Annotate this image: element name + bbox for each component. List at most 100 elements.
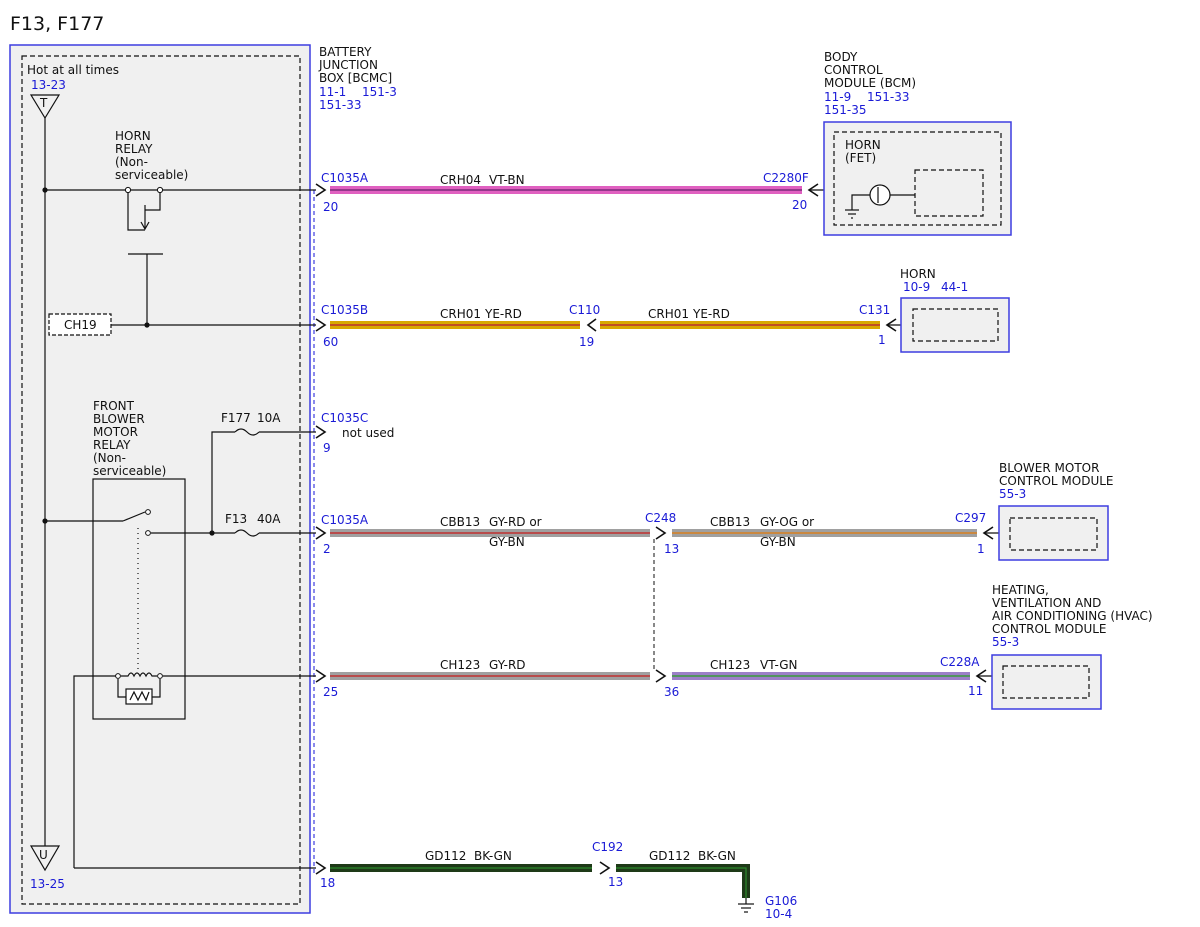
terminal-t-label: T xyxy=(39,96,48,110)
horn-inner-box xyxy=(912,308,999,342)
c1035c-not-used: not used xyxy=(342,426,394,440)
horn-module-box xyxy=(900,297,1010,353)
horn-ref-2[interactable]: 44-1 xyxy=(941,280,968,294)
c1035a-20-name[interactable]: C1035A xyxy=(321,171,369,185)
bcm-name-2: CONTROL xyxy=(824,63,883,77)
arrow-c1035c-9 xyxy=(315,425,327,439)
bjb-name-2: JUNCTION xyxy=(318,58,378,72)
cbb13-color-2a: GY-OG or xyxy=(760,515,814,529)
c131-pin: 1 xyxy=(878,333,886,347)
f177-rating: 10A xyxy=(257,411,281,425)
arrow-pin-36 xyxy=(655,669,667,683)
wire-ch123-gy-rd xyxy=(330,672,650,680)
ch123-circuit-2: CH123 xyxy=(710,658,750,672)
page-title: F13, F177 xyxy=(10,13,104,35)
ch123-color-1: GY-RD xyxy=(489,658,526,672)
wire-cbb13-gy-rd xyxy=(330,529,650,537)
bcm-ref-3[interactable]: 151-35 xyxy=(824,103,867,117)
c110-pin: 19 xyxy=(579,335,594,349)
terminal-u-label: U xyxy=(39,848,48,862)
horn-relay-label-3: (Non- xyxy=(115,155,148,169)
g106-name[interactable]: G106 xyxy=(765,894,797,908)
gd112-color-1: BK-GN xyxy=(474,849,512,863)
bjb-ref-1[interactable]: 11-1 xyxy=(319,85,346,99)
arrow-pin-25 xyxy=(315,669,327,683)
c110-name[interactable]: C110 xyxy=(569,303,600,317)
arrow-c110 xyxy=(586,318,597,332)
horn-ref-1[interactable]: 10-9 xyxy=(903,280,930,294)
c2280f-pin: 20 xyxy=(792,198,807,212)
horn-relay-label-2: RELAY xyxy=(115,142,153,156)
bcm-ref-2[interactable]: 151-33 xyxy=(867,90,910,104)
c1035a-20-pin: 20 xyxy=(323,200,338,214)
blower-cm-inner-box xyxy=(1009,517,1098,551)
crh04-circuit: CRH04 xyxy=(440,173,481,187)
bcm-inner-box xyxy=(833,131,1002,226)
bjb-ref-3[interactable]: 151-33 xyxy=(319,98,362,112)
wire-ch123-vt-gn xyxy=(672,672,970,680)
c297-name[interactable]: C297 xyxy=(955,511,986,525)
hvac-module-box xyxy=(991,654,1102,710)
arrow-c1035a-2 xyxy=(315,526,327,540)
bcm-name-1: BODY xyxy=(824,50,858,64)
bcm-ref-1[interactable]: 11-9 xyxy=(824,90,851,104)
hot-at-all-times-label: Hot at all times xyxy=(27,63,119,77)
c1035c-name[interactable]: C1035C xyxy=(321,411,368,425)
wire-crh04-vt-bn xyxy=(330,186,802,194)
wire-gd112-bk-gn-1 xyxy=(330,864,592,872)
ch19-label: CH19 xyxy=(64,318,97,332)
c228a-pin: 11 xyxy=(968,684,983,698)
c192-name[interactable]: C192 xyxy=(592,840,623,854)
hvac-name-1: HEATING, xyxy=(992,583,1049,597)
hvac-name-3: AIR CONDITIONING (HVAC) xyxy=(992,609,1153,623)
crh04-color: VT-BN xyxy=(489,173,525,187)
terminal-u-icon xyxy=(29,845,61,872)
gd112-color-2: BK-GN xyxy=(698,849,736,863)
c1035c-pin: 9 xyxy=(323,441,331,455)
wire-crh01-ye-rd-2 xyxy=(600,321,880,329)
cbb13-circuit-1: CBB13 xyxy=(440,515,480,529)
blower-relay-label-5: (Non- xyxy=(93,451,126,465)
ch123-circuit-1: CH123 xyxy=(440,658,480,672)
ch123-color-2: VT-GN xyxy=(760,658,797,672)
gd112-circuit-1: GD112 xyxy=(425,849,466,863)
wire-crh01-ye-rd-1 xyxy=(330,321,580,329)
bcm-horn-label-1: HORN xyxy=(845,138,881,152)
gd112-circuit-2: GD112 xyxy=(649,849,690,863)
ch19-junction xyxy=(144,322,150,328)
bcm-horn-driver-box xyxy=(914,169,984,217)
blower-cm-ref[interactable]: 55-3 xyxy=(999,487,1026,501)
cbb13-color-2b: GY-BN xyxy=(760,535,796,549)
bcm-horn-label-2: (FET) xyxy=(845,151,876,165)
crh01-circuit-2: CRH01 xyxy=(648,307,689,321)
blower-relay-contacts xyxy=(42,509,235,672)
bjb-name-3: BOX [BCMC] xyxy=(319,71,392,85)
c248-name[interactable]: C248 xyxy=(645,511,676,525)
c2280f-name[interactable]: C2280F xyxy=(763,171,809,185)
arrow-c1035b-60 xyxy=(315,318,327,332)
blower-relay-label-2: BLOWER xyxy=(93,412,145,426)
horn-relay-label-1: HORN xyxy=(115,129,151,143)
bjb-name-1: BATTERY xyxy=(319,45,372,59)
c131-name[interactable]: C131 xyxy=(859,303,890,317)
c1035b-name[interactable]: C1035B xyxy=(321,303,368,317)
fuse-box-inner-outline xyxy=(21,55,301,905)
cbb13-color-1a: GY-RD or xyxy=(489,515,542,529)
arrow-pin-18 xyxy=(315,861,327,875)
c1035a-2-name[interactable]: C1035A xyxy=(321,513,369,527)
c228a-name[interactable]: C228A xyxy=(940,655,980,669)
f13-name: F13 xyxy=(225,512,247,526)
horn-relay-label-4: serviceable) xyxy=(115,168,188,182)
g106-ref[interactable]: 10-4 xyxy=(765,907,792,921)
bottom-ref[interactable]: 13-25 xyxy=(30,877,65,891)
hvac-ref[interactable]: 55-3 xyxy=(992,635,1019,649)
hvac-name-4: CONTROL MODULE xyxy=(992,622,1107,636)
f177-name: F177 xyxy=(221,411,251,425)
top-ref[interactable]: 13-23 xyxy=(31,78,66,92)
wire-gd112-bk-gn-2 xyxy=(616,864,750,898)
fuse-f177-icon xyxy=(211,428,316,533)
c248-pin: 13 xyxy=(664,542,679,556)
pin-25: 25 xyxy=(323,685,338,699)
bjb-ref-2[interactable]: 151-3 xyxy=(362,85,397,99)
